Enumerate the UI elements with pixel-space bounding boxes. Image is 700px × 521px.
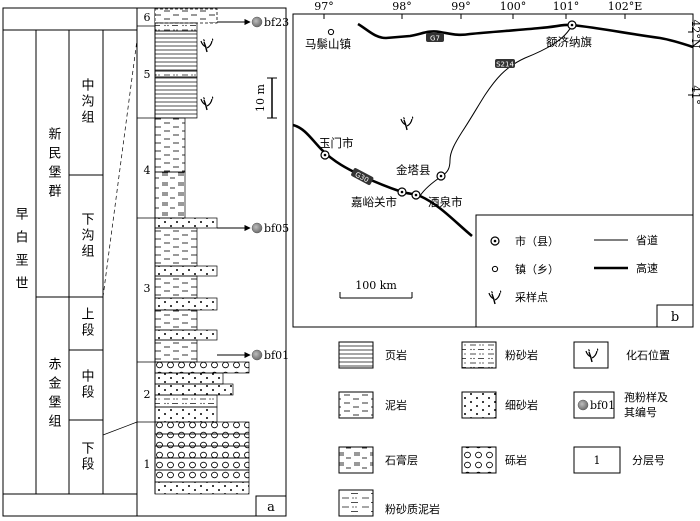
legend-fine-sandstone-label: 细砂岩	[505, 398, 538, 412]
lon-label-97: 97°	[314, 0, 334, 13]
legend-silty-mudstone-label: 粉砂质泥岩	[385, 502, 440, 516]
road-label-s214: S214	[496, 61, 514, 69]
legend-town-icon	[491, 265, 499, 273]
legend-gypsum-swatch	[338, 446, 374, 474]
lon-label-101: 101°	[553, 0, 580, 13]
layer-number-4: 4	[144, 164, 151, 177]
legend-layer-number-value: 1	[594, 454, 601, 467]
panel-a-frame	[2, 7, 287, 517]
lat-label-42N: 42°N	[689, 19, 700, 48]
legend-mudstone-swatch	[338, 391, 374, 419]
column-scale-label: 10 m	[254, 83, 267, 111]
legend-fossil-label: 化石位置	[626, 348, 670, 362]
map-scale-label: 100 km	[355, 279, 397, 292]
legend-silty-mudstone-swatch	[338, 489, 374, 517]
legend-mudstone-label: 泥岩	[385, 398, 407, 412]
map-legend: 市（县） 镇（乡） 采样点 省道 高速 b	[475, 214, 694, 328]
spore-sample-icon	[251, 222, 263, 234]
sample-label-bf05: bf05	[264, 222, 289, 235]
legend-layer-number-label: 分层号	[632, 454, 665, 467]
city-label-jiayuguan: 嘉峪关市	[351, 195, 397, 209]
fossil-icon	[200, 95, 215, 111]
sample-label-bf01: bf01	[264, 349, 289, 362]
road-shield-g30	[351, 168, 374, 185]
road-label-g7: G7	[430, 35, 440, 43]
lithology-column	[154, 8, 250, 495]
legend-spore-label-2: 其编号	[624, 405, 657, 419]
legend-fossil-swatch	[573, 341, 609, 369]
lon-label-99: 99°	[451, 0, 471, 13]
zhong-label: 中段	[79, 369, 95, 401]
lithology-legend: 页岩 粉砂岩 化石位置 泥岩 细砂岩 bf01 孢粉样及 其编号 石膏层 砾岩 …	[338, 341, 670, 517]
legend-prov-road-label: 省道	[636, 233, 658, 247]
map-scale-bar: 100 km	[339, 279, 413, 299]
spore-sample-icon	[251, 349, 263, 361]
legend-spore-id: bf01	[590, 399, 615, 412]
legend-spore-label-1: 孢粉样及	[624, 390, 668, 404]
lat-label-41: 41°	[689, 85, 700, 105]
city-label-yumen: 玉门市	[319, 136, 354, 150]
xia-label: 下段	[79, 441, 95, 473]
legend-shale-label: 页岩	[385, 348, 407, 362]
highway-g7-line	[357, 22, 694, 49]
highway-g30-line	[292, 123, 473, 238]
legend-shale-swatch	[338, 341, 374, 369]
layer-number-2: 2	[144, 388, 151, 401]
layer-number-5: 5	[144, 68, 151, 81]
legend-fine-sandstone-swatch	[461, 391, 497, 419]
lon-label-100: 100°	[500, 0, 527, 13]
spore-sample-icon	[251, 16, 263, 28]
legend-layer-number-swatch	[573, 446, 621, 474]
road-shield-s214	[495, 59, 515, 68]
sample-label-bf23: bf23	[264, 16, 289, 29]
panel-b-label: b	[671, 310, 679, 325]
era-label: 早白垩世	[13, 207, 29, 299]
shang-label: 上段	[79, 307, 95, 339]
group-label: 新民堡群	[46, 126, 62, 203]
stratigraphic-column-panel: 早白垩世 新民堡群 赤金堡组 中沟组 下沟组 上段 中段 下段 6 5 4 3 …	[2, 7, 289, 517]
layer-number-1: 1	[144, 458, 151, 471]
road-shield-g7	[426, 33, 444, 42]
legend-siltstone-label: 粉砂岩	[505, 348, 538, 362]
legend-gypsum-label: 石膏层	[385, 453, 418, 467]
city-label-jinta: 金塔县	[396, 163, 431, 177]
legend-conglomerate-label: 砾岩	[505, 453, 527, 467]
city-label-jiuquan: 酒泉市	[428, 195, 463, 209]
lon-label-102E: 102°E	[608, 0, 643, 13]
city-label-ejina: 额济纳旗	[546, 35, 592, 49]
layer-number-6: 6	[144, 11, 151, 24]
legend-town-label: 镇（乡）	[515, 262, 559, 276]
column-scale-bar: 10 m	[254, 77, 277, 119]
zhonggou-label: 中沟组	[79, 78, 95, 126]
fossil-icon	[200, 37, 215, 53]
town-marker-mazongshan	[327, 28, 335, 36]
lon-label-98: 98°	[392, 0, 412, 13]
legend-conglomerate-swatch	[461, 446, 497, 474]
panel-a-label: a	[267, 500, 275, 515]
legend-siltstone-swatch	[461, 341, 497, 369]
legend-city-label: 市（县）	[515, 234, 559, 248]
formation-label: 赤金堡组	[46, 357, 62, 433]
legend-spore-icon	[577, 399, 589, 411]
legend-sample-site-label: 采样点	[515, 290, 548, 304]
legend-highway-label: 高速	[636, 261, 658, 275]
xiagou-label: 下沟组	[79, 212, 95, 260]
location-map-panel: 97° 98° 99° 100° 101° 102°E 42°N 41° G7 …	[292, 0, 700, 328]
layer-number-3: 3	[144, 282, 151, 295]
town-label-mazongshan: 马鬃山镇	[305, 37, 351, 51]
